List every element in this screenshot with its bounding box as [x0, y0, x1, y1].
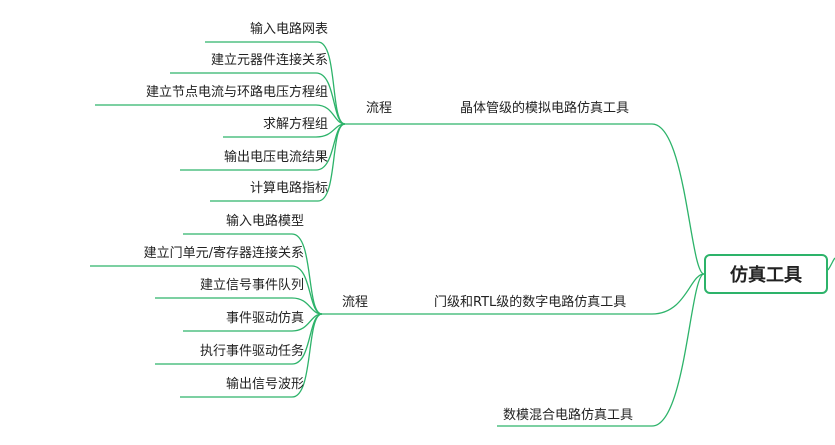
branch-analog[interactable]: 晶体管级的模拟电路仿真工具 [460, 101, 630, 116]
connector-digital-step-1 [183, 233, 323, 315]
connector-analog-step-3 [95, 104, 346, 125]
digital-step-2[interactable]: 建立门单元/寄存器连接关系 [143, 246, 304, 261]
branch-digital[interactable]: 门级和RTL级的数字电路仿真工具 [434, 295, 627, 310]
digital-step-3[interactable]: 建立信号事件队列 [199, 278, 304, 293]
analog-step-3[interactable]: 建立节点电流与环路电压方程组 [145, 85, 328, 100]
connector-root-digital [430, 273, 705, 315]
analog-step-1[interactable]: 输入电路网表 [249, 22, 328, 37]
connector-root-analog [445, 123, 705, 275]
connector-root-mixed [497, 273, 705, 427]
digital-step-4[interactable]: 事件驱动仿真 [225, 311, 304, 326]
connector-analog-step-6 [210, 123, 346, 202]
flow-digital[interactable]: 流程 [342, 295, 369, 310]
analog-step-5[interactable]: 输出电压电流结果 [223, 150, 328, 165]
root-label: 仿真工具 [730, 265, 802, 286]
root-node[interactable]: 仿真工具 [704, 254, 828, 294]
digital-step-1[interactable]: 输入电路模型 [225, 214, 304, 229]
analog-step-2[interactable]: 建立元器件连接关系 [210, 53, 328, 68]
digital-step-5[interactable]: 执行事件驱动任务 [199, 344, 304, 359]
branch-mixed[interactable]: 数模混合电路仿真工具 [503, 408, 634, 423]
analog-step-4[interactable]: 求解方程组 [262, 117, 328, 132]
connector-root-right [827, 257, 835, 271]
flow-analog[interactable]: 流程 [366, 101, 393, 116]
analog-step-6[interactable]: 计算电路指标 [249, 181, 328, 196]
connector-digital-step-2 [90, 265, 323, 315]
connector-digital-step-6 [180, 313, 323, 398]
connector-analog-step-2 [170, 72, 346, 125]
digital-step-6[interactable]: 输出信号波形 [225, 377, 304, 392]
connector-digital-step-3 [155, 297, 323, 315]
